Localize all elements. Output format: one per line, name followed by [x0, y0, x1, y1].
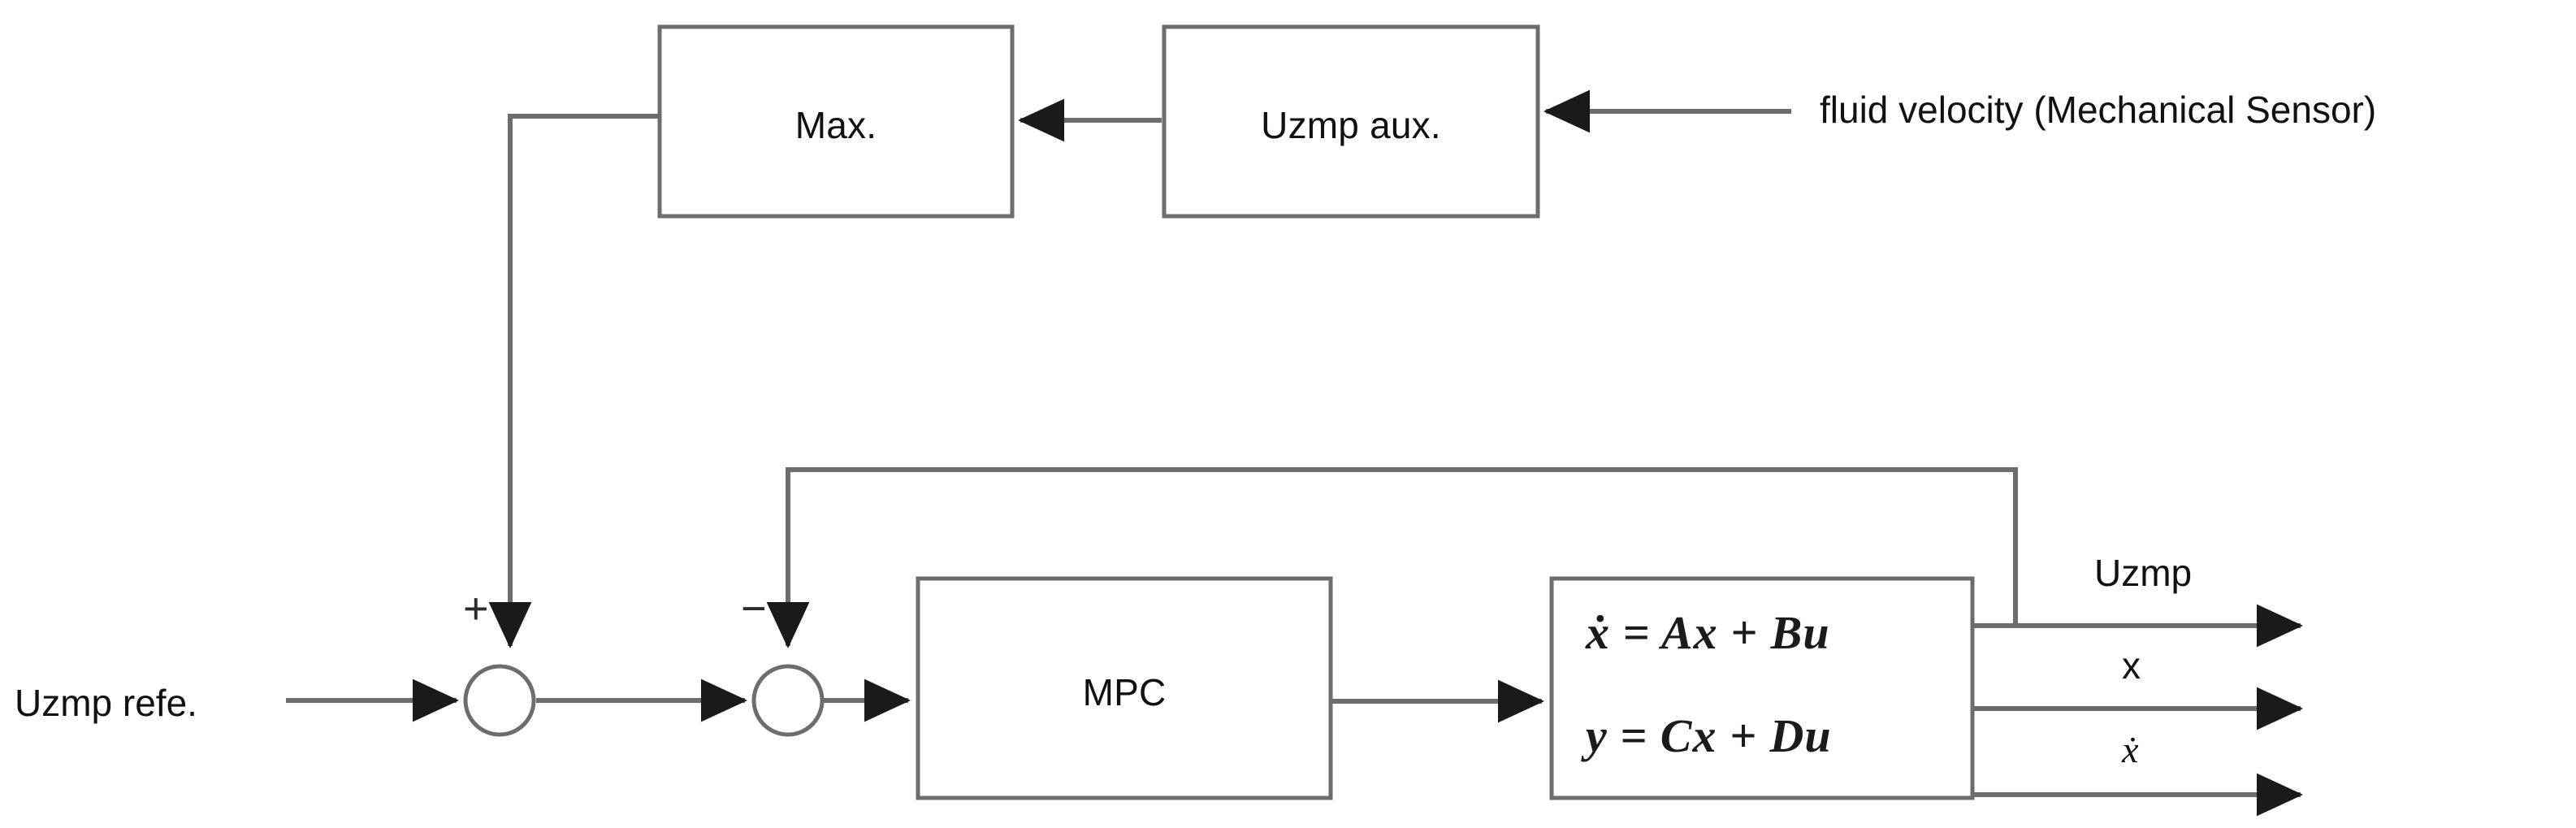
- sign-label-minus: −: [741, 584, 767, 633]
- edge-feedback-uzmp-to-sum-minus: [766, 467, 2018, 648]
- block-state-space-rect[interactable]: [1549, 576, 1975, 800]
- state-space-equation-bottom: y = Cx + Du: [1586, 709, 1832, 762]
- block-mpc-rect[interactable]: [916, 576, 1333, 800]
- block-max-rect[interactable]: [657, 24, 1015, 219]
- sign-label-plus: +: [463, 584, 489, 633]
- signal-label-reference: Uzmp refe.: [15, 682, 197, 724]
- signal-label-output-uzmp: Uzmp: [2094, 552, 2193, 594]
- block-max-label: Max.: [794, 104, 877, 146]
- summing-junction-plus[interactable]: [463, 664, 536, 737]
- block-mpc-label: MPC: [1082, 671, 1167, 713]
- signal-label-fluid-velocity: fluid velocity (Mechanical Sensor): [1820, 89, 2377, 131]
- block-uzmp-aux-label: Uzmp aux.: [1261, 104, 1441, 146]
- signal-label-output-xdot: ẋ: [2122, 729, 2139, 770]
- summing-junction-minus[interactable]: [751, 664, 825, 737]
- signal-label-output-x: x: [2122, 644, 2141, 687]
- edge-max-to-sum-plus: [488, 114, 660, 648]
- block-uzmp-aux-rect[interactable]: [1162, 24, 1540, 219]
- state-space-equation-top: ẋ = Ax + Bu: [1586, 606, 1830, 659]
